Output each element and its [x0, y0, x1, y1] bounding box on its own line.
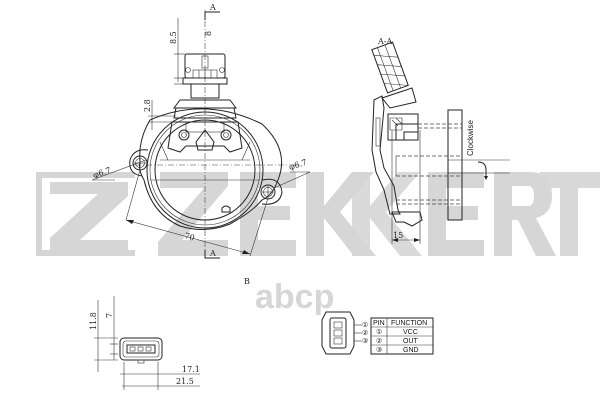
dim-total-height: 11.8	[89, 312, 98, 330]
dim-inner-width: 17.1	[182, 365, 200, 374]
pin-marker-3: ③	[362, 337, 368, 345]
pin-table-row-2-pin: ②	[376, 337, 382, 345]
rotation-label: Clockwise	[466, 119, 475, 156]
pin-table	[370, 317, 434, 355]
pin-marker-1: ①	[362, 321, 368, 329]
pin-table-row-3-function: GND	[403, 347, 419, 354]
watermark-abcp: abcp	[255, 278, 334, 316]
dim-hole-right: φ6.7	[288, 158, 308, 172]
dim-depth: 15	[393, 231, 403, 240]
dim-outer-width: 21.5	[176, 377, 194, 386]
dim-step: 2.8	[143, 99, 152, 112]
section-marker-bottom: A	[209, 249, 216, 258]
dim-connector-height: 8.5	[169, 31, 178, 44]
dim-hole-spacing: 70	[183, 231, 195, 242]
front-view	[91, 10, 311, 259]
pin-table-row-3-pin: ③	[376, 346, 382, 354]
pin-table-header-pin: PIN	[373, 320, 385, 327]
pin-table-row-1-function: VCC	[403, 329, 418, 336]
connector-view	[94, 296, 200, 390]
pin-table-row-1-pin: ①	[376, 328, 382, 336]
pin-marker-2: ②	[362, 329, 368, 337]
pin-table-row-2-function: OUT	[403, 338, 419, 345]
pin-table-header-function: FUNCTION	[391, 320, 427, 327]
pin-view	[321, 311, 362, 355]
dim-connector-offset: 8	[204, 31, 213, 36]
watermark-logo	[36, 172, 600, 256]
section-view-title: A-A	[377, 37, 392, 46]
section-marker-top: A	[209, 3, 216, 12]
connector-view-label: B	[244, 277, 250, 286]
svg-text:abcp: abcp	[255, 278, 334, 316]
section-view	[371, 41, 510, 244]
dim-inner-height: 7	[105, 313, 114, 318]
